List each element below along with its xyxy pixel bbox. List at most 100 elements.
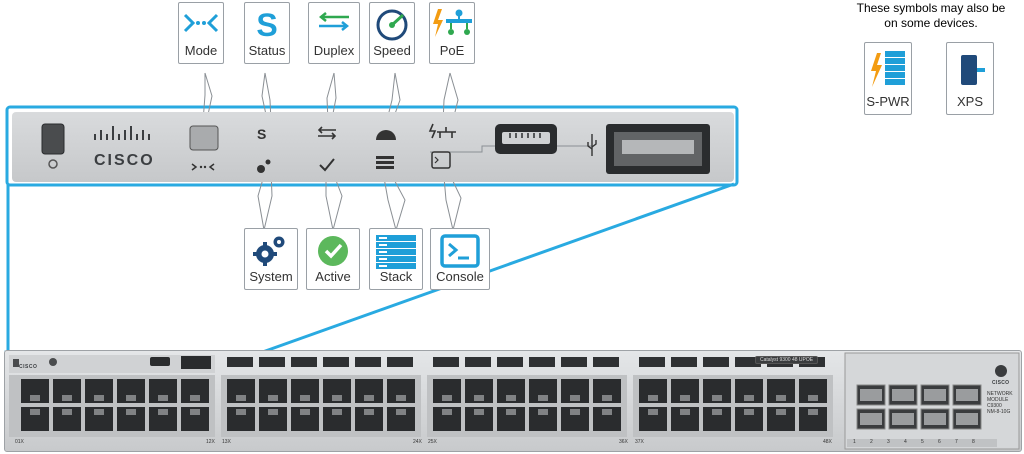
active-led-icon — [319, 158, 335, 172]
duplex-led-icon — [317, 126, 337, 140]
status-icon: S — [245, 7, 289, 43]
port-tab — [506, 395, 516, 401]
note-line-1: These symbols may also be — [856, 1, 1006, 15]
port-tab — [236, 395, 246, 401]
power-button — [41, 123, 65, 155]
port-label: 24X — [413, 439, 422, 445]
port-tab — [332, 395, 342, 401]
callout-label: Duplex — [313, 43, 355, 58]
port-label: 01X — [15, 439, 24, 445]
sfp-cage — [860, 413, 882, 425]
chassis-mini-brand: CISCO — [19, 364, 38, 370]
mode-button[interactable] — [189, 125, 219, 151]
module-text-line: NM-8-10G — [987, 409, 1011, 415]
port-tab — [30, 395, 40, 401]
port-tab — [30, 409, 40, 415]
port-led-strip — [639, 357, 665, 367]
port-tab — [808, 409, 818, 415]
uplink-number: 7 — [955, 439, 958, 445]
s-pwr-icon — [865, 47, 911, 93]
poe-led-icon — [428, 123, 456, 139]
port-label: 25X — [428, 439, 437, 445]
note-text: These symbols may also be on some device… — [838, 1, 1024, 31]
port-tab — [126, 395, 136, 401]
port-label: 13X — [222, 439, 231, 445]
port-tab — [364, 395, 374, 401]
system-icon — [245, 233, 297, 267]
port-led-strip — [497, 357, 523, 367]
stack-led-icon — [376, 156, 394, 169]
port-tab — [680, 395, 690, 401]
module-text-line: MODULE — [987, 397, 1009, 403]
port-led-strip — [227, 357, 253, 367]
port-led-strip — [529, 357, 555, 367]
callout-s-pwr: S-PWR — [864, 42, 912, 115]
port-tab — [570, 409, 580, 415]
module-screw — [995, 365, 1007, 377]
module-brand: CISCO — [992, 380, 1010, 386]
callout-label: XPS — [956, 94, 983, 109]
port-tab — [190, 395, 200, 401]
sfp-cage — [924, 389, 946, 401]
port-tab — [236, 409, 246, 415]
port-tab — [570, 395, 580, 401]
port-tab — [648, 395, 658, 401]
console-icon — [431, 233, 489, 268]
port-tab — [94, 395, 104, 401]
port-tab — [712, 395, 722, 401]
uplink-number: 8 — [972, 439, 975, 445]
callout-label: S-PWR — [866, 94, 910, 109]
port-tab — [744, 395, 754, 401]
port-tab — [268, 395, 278, 401]
usb-icon — [587, 134, 597, 156]
callout-label: Console — [436, 269, 484, 284]
callout-xps: XPS — [946, 42, 994, 115]
port-tab — [190, 409, 200, 415]
port-led-strip — [465, 357, 491, 367]
port-tab — [396, 395, 406, 401]
callout-console: Console — [430, 228, 490, 290]
callout-label: Speed — [373, 43, 411, 58]
uplink-number: 3 — [887, 439, 890, 445]
port-tab — [808, 395, 818, 401]
sfp-cage — [860, 389, 882, 401]
port-tab — [94, 409, 104, 415]
speed-led-icon — [376, 130, 396, 140]
model-plate: Catalyst 9300 48 UPOE — [755, 356, 819, 364]
port-tab — [442, 395, 452, 401]
uplink-number: 2 — [870, 439, 873, 445]
callout-stack: Stack — [369, 228, 423, 290]
port-tab — [300, 395, 310, 401]
port-tab — [506, 409, 516, 415]
stack-icon — [370, 233, 422, 269]
note-line-2: on some devices. — [884, 16, 978, 30]
port-led-strip — [355, 357, 381, 367]
poe-icon — [430, 7, 474, 41]
port-tab — [300, 409, 310, 415]
sfp-cage — [956, 413, 978, 425]
port-led-strip — [593, 357, 619, 367]
port-tab — [776, 409, 786, 415]
duplex-icon — [309, 7, 359, 41]
port-tab — [744, 409, 754, 415]
callout-status: S Status — [244, 2, 290, 64]
module-text-line: NETWORK — [987, 391, 1013, 397]
callout-label: PoE — [439, 43, 465, 58]
port-led-strip — [387, 357, 413, 367]
port-tab — [602, 409, 612, 415]
zoom-frame — [5, 105, 739, 187]
beacon-icon — [48, 159, 58, 169]
port-led-strip — [259, 357, 285, 367]
switch-chassis: CISCO CISCO Catalyst 9300 48 UPOE 01X 1 2… — [4, 350, 1022, 452]
uplink-number: 1 — [853, 439, 856, 445]
callout-label: Active — [315, 269, 351, 284]
callout-mode: Mode — [178, 2, 224, 64]
callout-label: Mode — [184, 43, 218, 58]
callout-label: Stack — [379, 269, 413, 284]
sfp-cage — [892, 413, 914, 425]
port-tab — [126, 409, 136, 415]
callout-system: System — [244, 228, 298, 290]
uplink-number: 5 — [921, 439, 924, 445]
uplink-number: 4 — [904, 439, 907, 445]
port-label: 37X — [635, 439, 644, 445]
